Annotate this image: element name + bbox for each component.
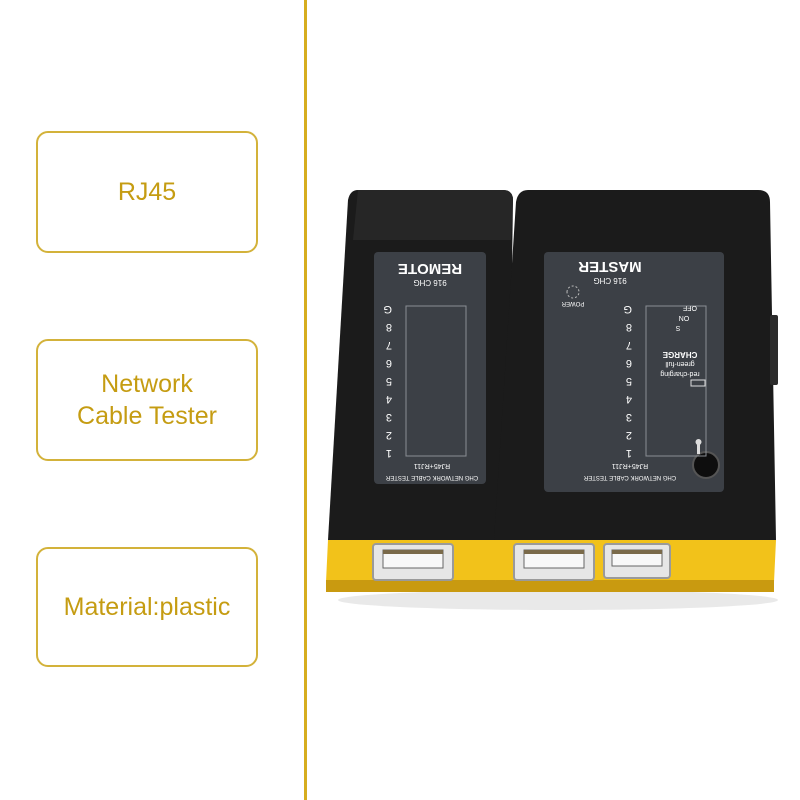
cable-tester-product-photo: REMOTE 916 CHG G 8 7 6 5 4 3 2 1 RJ45+RJ… bbox=[318, 180, 788, 620]
svg-text:4: 4 bbox=[386, 393, 392, 405]
feature-text: Network Cable Tester bbox=[77, 370, 217, 430]
master-led-column bbox=[645, 305, 707, 457]
master-model: 916 CHG bbox=[593, 276, 626, 285]
feature-box-network-tester: Network Cable Tester bbox=[36, 339, 258, 461]
remote-label-panel bbox=[374, 252, 486, 484]
svg-text:5: 5 bbox=[386, 375, 392, 387]
remote-port-label: RJ45+RJ11 bbox=[414, 462, 450, 469]
remote-title: REMOTE bbox=[398, 260, 462, 277]
remote-pin-labels: G 8 7 6 5 4 3 2 1 bbox=[383, 303, 392, 459]
svg-text:5: 5 bbox=[626, 375, 632, 387]
svg-text:7: 7 bbox=[386, 339, 392, 351]
svg-text:G: G bbox=[623, 303, 632, 315]
svg-text:G: G bbox=[383, 303, 392, 315]
power-label: POWER bbox=[561, 300, 584, 306]
master-label-panel bbox=[544, 252, 724, 492]
master-title: MASTER bbox=[578, 258, 642, 275]
svg-text:2: 2 bbox=[626, 429, 632, 441]
ground-shadow bbox=[338, 590, 778, 610]
charge-red-label: red-charging bbox=[660, 370, 699, 377]
svg-text:6: 6 bbox=[626, 357, 632, 369]
feature-text: RJ45 bbox=[117, 178, 177, 206]
vertical-divider bbox=[304, 0, 307, 800]
remote-unit: REMOTE 916 CHG G 8 7 6 5 4 3 2 1 RJ45+RJ… bbox=[326, 190, 513, 592]
svg-text:7: 7 bbox=[626, 339, 632, 351]
master-port-label: RJ45+RJ11 bbox=[612, 462, 648, 469]
charge-green-label: green-full bbox=[665, 360, 695, 367]
remote-led-column bbox=[405, 305, 467, 457]
svg-text:3: 3 bbox=[626, 411, 632, 423]
svg-text:1: 1 bbox=[386, 447, 392, 459]
svg-text:4: 4 bbox=[626, 393, 632, 405]
temperature-icon bbox=[695, 439, 702, 454]
remote-footer: CHG NETWORK CABLE TESTER bbox=[385, 474, 478, 480]
svg-text:1: 1 bbox=[626, 447, 632, 459]
master-unit: MASTER 916 CHG POWER G 8 7 6 5 4 3 2 1 bbox=[494, 190, 778, 592]
svg-text:3: 3 bbox=[386, 411, 392, 423]
charge-title: CHARGE bbox=[662, 350, 697, 359]
master-footer: CHG NETWORK CABLE TESTER bbox=[583, 474, 676, 480]
mode-switch-labels: OFF ON S bbox=[675, 304, 697, 331]
svg-text:2: 2 bbox=[386, 429, 392, 441]
svg-text:ON: ON bbox=[679, 314, 690, 321]
cable-tester-illustration: REMOTE 916 CHG G 8 7 6 5 4 3 2 1 RJ45+RJ… bbox=[326, 190, 778, 610]
svg-text:8: 8 bbox=[626, 321, 632, 333]
feature-box-material: Material:plastic bbox=[36, 547, 258, 667]
battery-icon bbox=[690, 379, 706, 387]
svg-text:6: 6 bbox=[386, 357, 392, 369]
master-pin-labels: G 8 7 6 5 4 3 2 1 bbox=[623, 303, 632, 459]
power-led-icon bbox=[566, 285, 580, 299]
svg-text:S: S bbox=[675, 324, 680, 331]
feature-box-rj45: RJ45 bbox=[36, 131, 258, 253]
svg-text:OFF: OFF bbox=[683, 304, 697, 311]
feature-text: Material:plastic bbox=[63, 593, 231, 621]
svg-text:8: 8 bbox=[386, 321, 392, 333]
master-side-switch[interactable] bbox=[770, 315, 778, 385]
remote-model: 916 CHG bbox=[413, 278, 446, 287]
